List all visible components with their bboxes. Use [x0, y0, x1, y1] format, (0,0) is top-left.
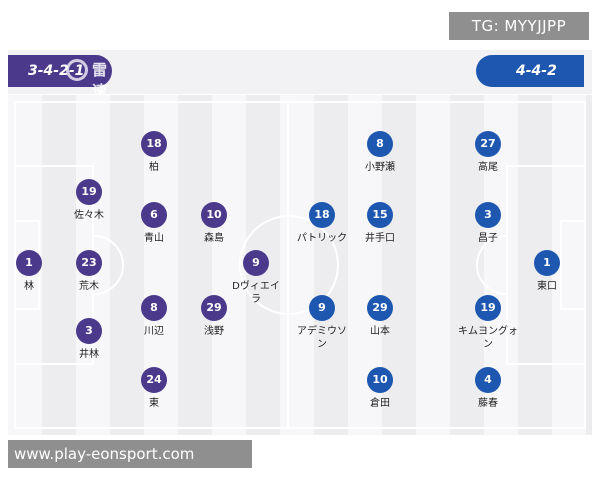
player-name: 青山: [144, 233, 164, 244]
player-number: 8: [141, 295, 167, 321]
away-formation-label: 4-4-2: [516, 63, 557, 79]
player-number: 24: [141, 367, 167, 393]
away-player-29[interactable]: 29 山本: [330, 295, 430, 338]
player-number: 9: [243, 250, 269, 276]
player-name: 倉田: [370, 398, 390, 409]
player-number: 19: [475, 295, 501, 321]
player-name: 高尾: [478, 162, 498, 173]
home-player-6[interactable]: 6 青山: [104, 202, 204, 245]
player-name: 井林: [79, 349, 99, 360]
player-number: 18: [141, 131, 167, 157]
home-player-10[interactable]: 10 森島: [164, 202, 264, 245]
home-player-23[interactable]: 23 荒木: [39, 250, 139, 293]
player-name: キムヨングォン: [458, 326, 518, 350]
player-name: 小野瀬: [365, 162, 395, 173]
home-player-8[interactable]: 8 川辺: [104, 295, 204, 338]
player-name: パトリック: [296, 233, 348, 244]
away-player-15[interactable]: 15 井手口: [330, 202, 430, 245]
home-formation-tab[interactable]: 3-4-2-1 雷速: [8, 55, 112, 100]
away-player-27[interactable]: 27 高尾: [438, 131, 538, 174]
home-player-9[interactable]: 9 Dヴィエイラ: [206, 250, 306, 306]
pitch: 1 林 19 佐々木 23 荒木 3 井林 18 柏 6 青山 8 川辺 24 …: [8, 95, 592, 435]
player-number: 18: [309, 202, 335, 228]
home-player-29[interactable]: 29 浅野: [164, 295, 264, 338]
away-formation-tab[interactable]: 4-4-2: [476, 55, 584, 87]
player-number: 8: [367, 131, 393, 157]
player-name: Dヴィエイラ: [232, 281, 280, 305]
player-number: 3: [76, 318, 102, 344]
player-name: アデミウソン: [297, 326, 347, 350]
player-number: 6: [141, 202, 167, 228]
player-number: 10: [367, 367, 393, 393]
home-player-1[interactable]: 1 林: [8, 250, 79, 293]
away-player-4[interactable]: 4 藤春: [438, 367, 538, 410]
player-name: 森島: [204, 233, 224, 244]
tg-badge: TG: MYYJJPP: [449, 12, 589, 40]
player-name: 佐々木: [74, 210, 104, 221]
home-player-18[interactable]: 18 柏: [104, 131, 204, 174]
home-player-3[interactable]: 3 井林: [39, 318, 139, 361]
player-number: 3: [475, 202, 501, 228]
away-player-3[interactable]: 3 昌子: [438, 202, 538, 245]
player-name: 浅野: [204, 326, 224, 337]
player-name: 井手口: [365, 233, 395, 244]
player-number: 1: [534, 250, 560, 276]
player-name: 荒木: [79, 281, 99, 292]
home-player-19[interactable]: 19 佐々木: [39, 179, 139, 222]
away-player-9[interactable]: 9 アデミウソン: [272, 295, 372, 351]
player-number: 27: [475, 131, 501, 157]
player-number: 4: [475, 367, 501, 393]
player-number: 1: [16, 250, 42, 276]
player-number: 23: [76, 250, 102, 276]
right-goal-area: [560, 220, 586, 310]
logo-icon: [66, 59, 88, 81]
away-player-1[interactable]: 1 東口: [497, 250, 592, 293]
away-player-19[interactable]: 19 キムヨングォン: [438, 295, 538, 351]
away-player-8[interactable]: 8 小野瀬: [330, 131, 430, 174]
player-number: 10: [201, 202, 227, 228]
away-player-18[interactable]: 18 パトリック: [272, 202, 372, 245]
site-watermark: www.play-eonsport.com: [8, 440, 252, 468]
player-number: 19: [76, 179, 102, 205]
player-name: 東: [149, 398, 159, 409]
player-name: 藤春: [478, 398, 498, 409]
player-name: 川辺: [144, 326, 164, 337]
player-name: 東口: [537, 281, 557, 292]
home-player-24[interactable]: 24 東: [104, 367, 204, 410]
player-name: 山本: [370, 326, 390, 337]
player-name: 林: [24, 281, 34, 292]
player-number: 29: [367, 295, 393, 321]
player-name: 昌子: [478, 233, 498, 244]
player-number: 15: [367, 202, 393, 228]
player-number: 9: [309, 295, 335, 321]
player-name: 柏: [149, 162, 159, 173]
player-number: 29: [201, 295, 227, 321]
away-player-10[interactable]: 10 倉田: [330, 367, 430, 410]
center-circle: [239, 215, 339, 315]
